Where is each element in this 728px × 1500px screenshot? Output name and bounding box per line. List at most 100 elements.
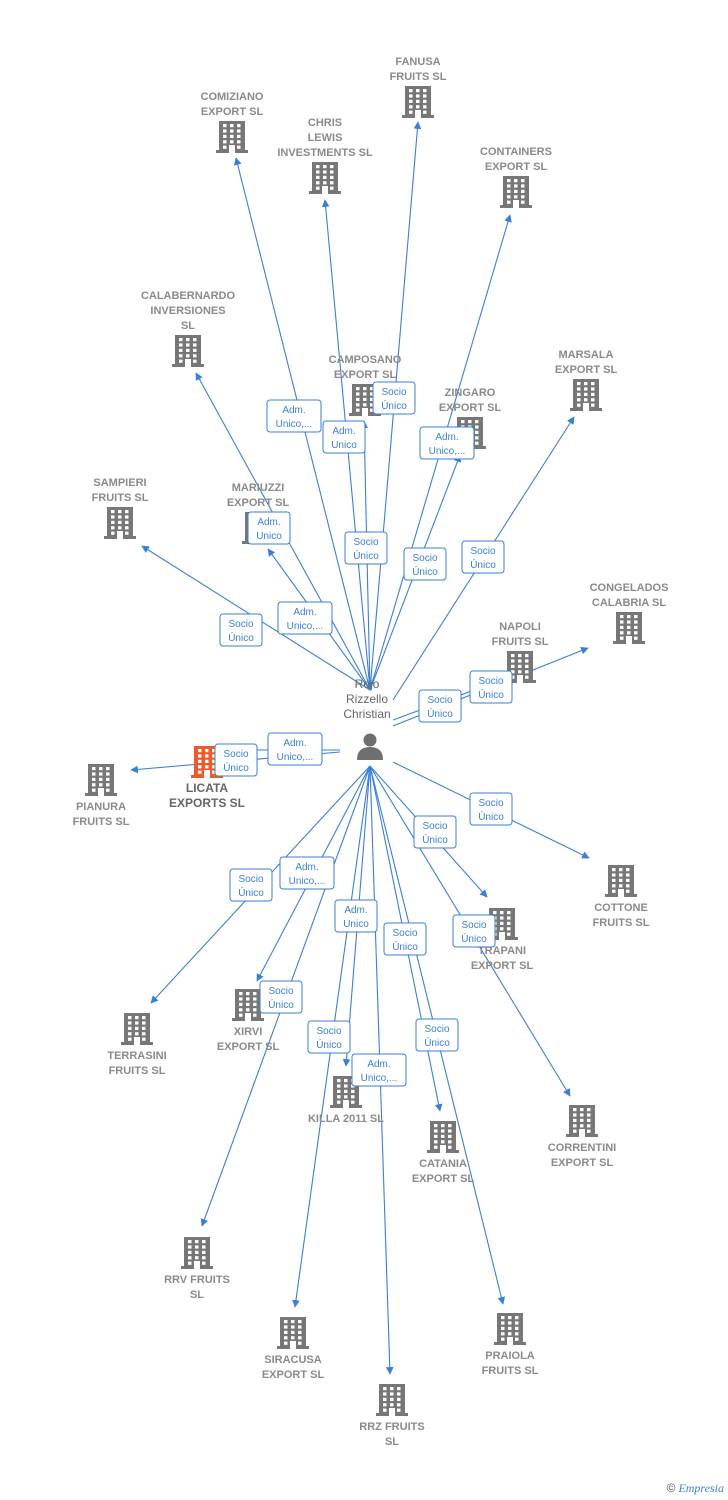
role-badge-calabernardo[interactable]: Adm.Unico [247, 511, 291, 545]
role-label-line: Único [353, 549, 379, 562]
company-label-line: SL [385, 1436, 399, 1448]
company-label-line: LICATA [186, 781, 229, 795]
company-label-line: EXPORT SL [439, 402, 502, 414]
building-icon [570, 379, 602, 411]
building-icon [181, 1237, 213, 1269]
role-label-line: Unico,... [361, 1073, 398, 1084]
company-label-line: EXPORT SL [471, 960, 534, 972]
role-label-line: Adm. [344, 905, 367, 916]
building-icon [566, 1105, 598, 1137]
role-badge-comiziano[interactable]: Adm.Unico,... [266, 399, 322, 433]
copyright-symbol: © [666, 1481, 676, 1495]
role-label-line: Socio [223, 749, 248, 760]
company-label-line: SL [190, 1289, 204, 1301]
building-icon [216, 121, 248, 153]
company-label-line: NAPOLI [499, 621, 541, 633]
company-node-killa[interactable]: KILLA 2011 SL [308, 1076, 384, 1125]
role-label-line: Único [228, 631, 254, 644]
company-label-line: SIRACUSA [264, 1354, 322, 1366]
company-label-line: COTTONE [594, 902, 648, 914]
role-label-line: Socio [427, 695, 452, 706]
role-label-line: Adm. [283, 738, 306, 749]
role-label-line: Único [461, 932, 487, 945]
role-badge-chris[interactable]: Adm.Unico [322, 420, 366, 454]
company-label-line: EXPORTS SL [169, 796, 245, 810]
role-badge-xirvi[interactable]: Adm.Unico,... [279, 856, 335, 890]
role-badge-rrz[interactable]: Adm. Unico,... [351, 1053, 407, 1087]
company-label-line: COMIZIANO [201, 91, 264, 103]
role-badge-mariuzzi[interactable]: Adm.Unico,... [277, 601, 333, 635]
role-label-line: Unico,... [289, 876, 326, 887]
role-label-line: Único [392, 940, 418, 953]
company-label-line: FRUITS SL [109, 1065, 166, 1077]
company-node-siracusa[interactable]: SIRACUSA EXPORT SL [262, 1317, 325, 1381]
role-label-line: Socio [470, 546, 495, 557]
role-label-line: Adm. [332, 426, 355, 437]
company-label-line: FRUITS SL [593, 917, 650, 929]
company-node-rrv[interactable]: RRV FRUITS SL [164, 1237, 230, 1301]
role-badge-containers[interactable]: Adm.Unico,... [419, 426, 475, 460]
building-icon [504, 651, 536, 683]
role-label-line: Único [422, 833, 448, 846]
person-name-line: Rizzello [346, 692, 388, 706]
building-icon [104, 507, 136, 539]
empresia-watermark[interactable]: © Empresia [667, 1481, 724, 1496]
role-label-line: Unico,... [287, 621, 324, 632]
company-label-line: EXPORT SL [262, 1369, 325, 1381]
role-label-line: Adm. [282, 405, 305, 416]
role-label-line: Unico [256, 531, 282, 542]
role-label-line: Único [223, 761, 249, 774]
company-label-line: FRUITS SL [390, 71, 447, 83]
company-label-line: EXPORT SL [227, 497, 290, 509]
person-name-line: Rojo [355, 677, 380, 691]
company-label-line: CALABRIA SL [592, 597, 666, 609]
role-badge-licata[interactable]: Adm.Unico,... [267, 732, 323, 766]
role-label-line: Adm. [367, 1059, 390, 1070]
role-label-line: Adm. [435, 432, 458, 443]
building-icon [427, 1121, 459, 1153]
company-label-line: FRUITS SL [73, 816, 130, 828]
role-label-line: Socio [412, 553, 437, 564]
brand-name: Empresia [678, 1481, 724, 1495]
role-label-line: Socio [228, 619, 253, 630]
company-node-cottone[interactable]: COTTONE FRUITS SL [593, 865, 650, 929]
company-label-line: RRV FRUITS [164, 1274, 230, 1286]
role-badge-killa[interactable]: Adm.Unico [334, 899, 378, 933]
role-label-line: Único [268, 998, 294, 1011]
company-label-line: CATANIA [419, 1158, 467, 1170]
